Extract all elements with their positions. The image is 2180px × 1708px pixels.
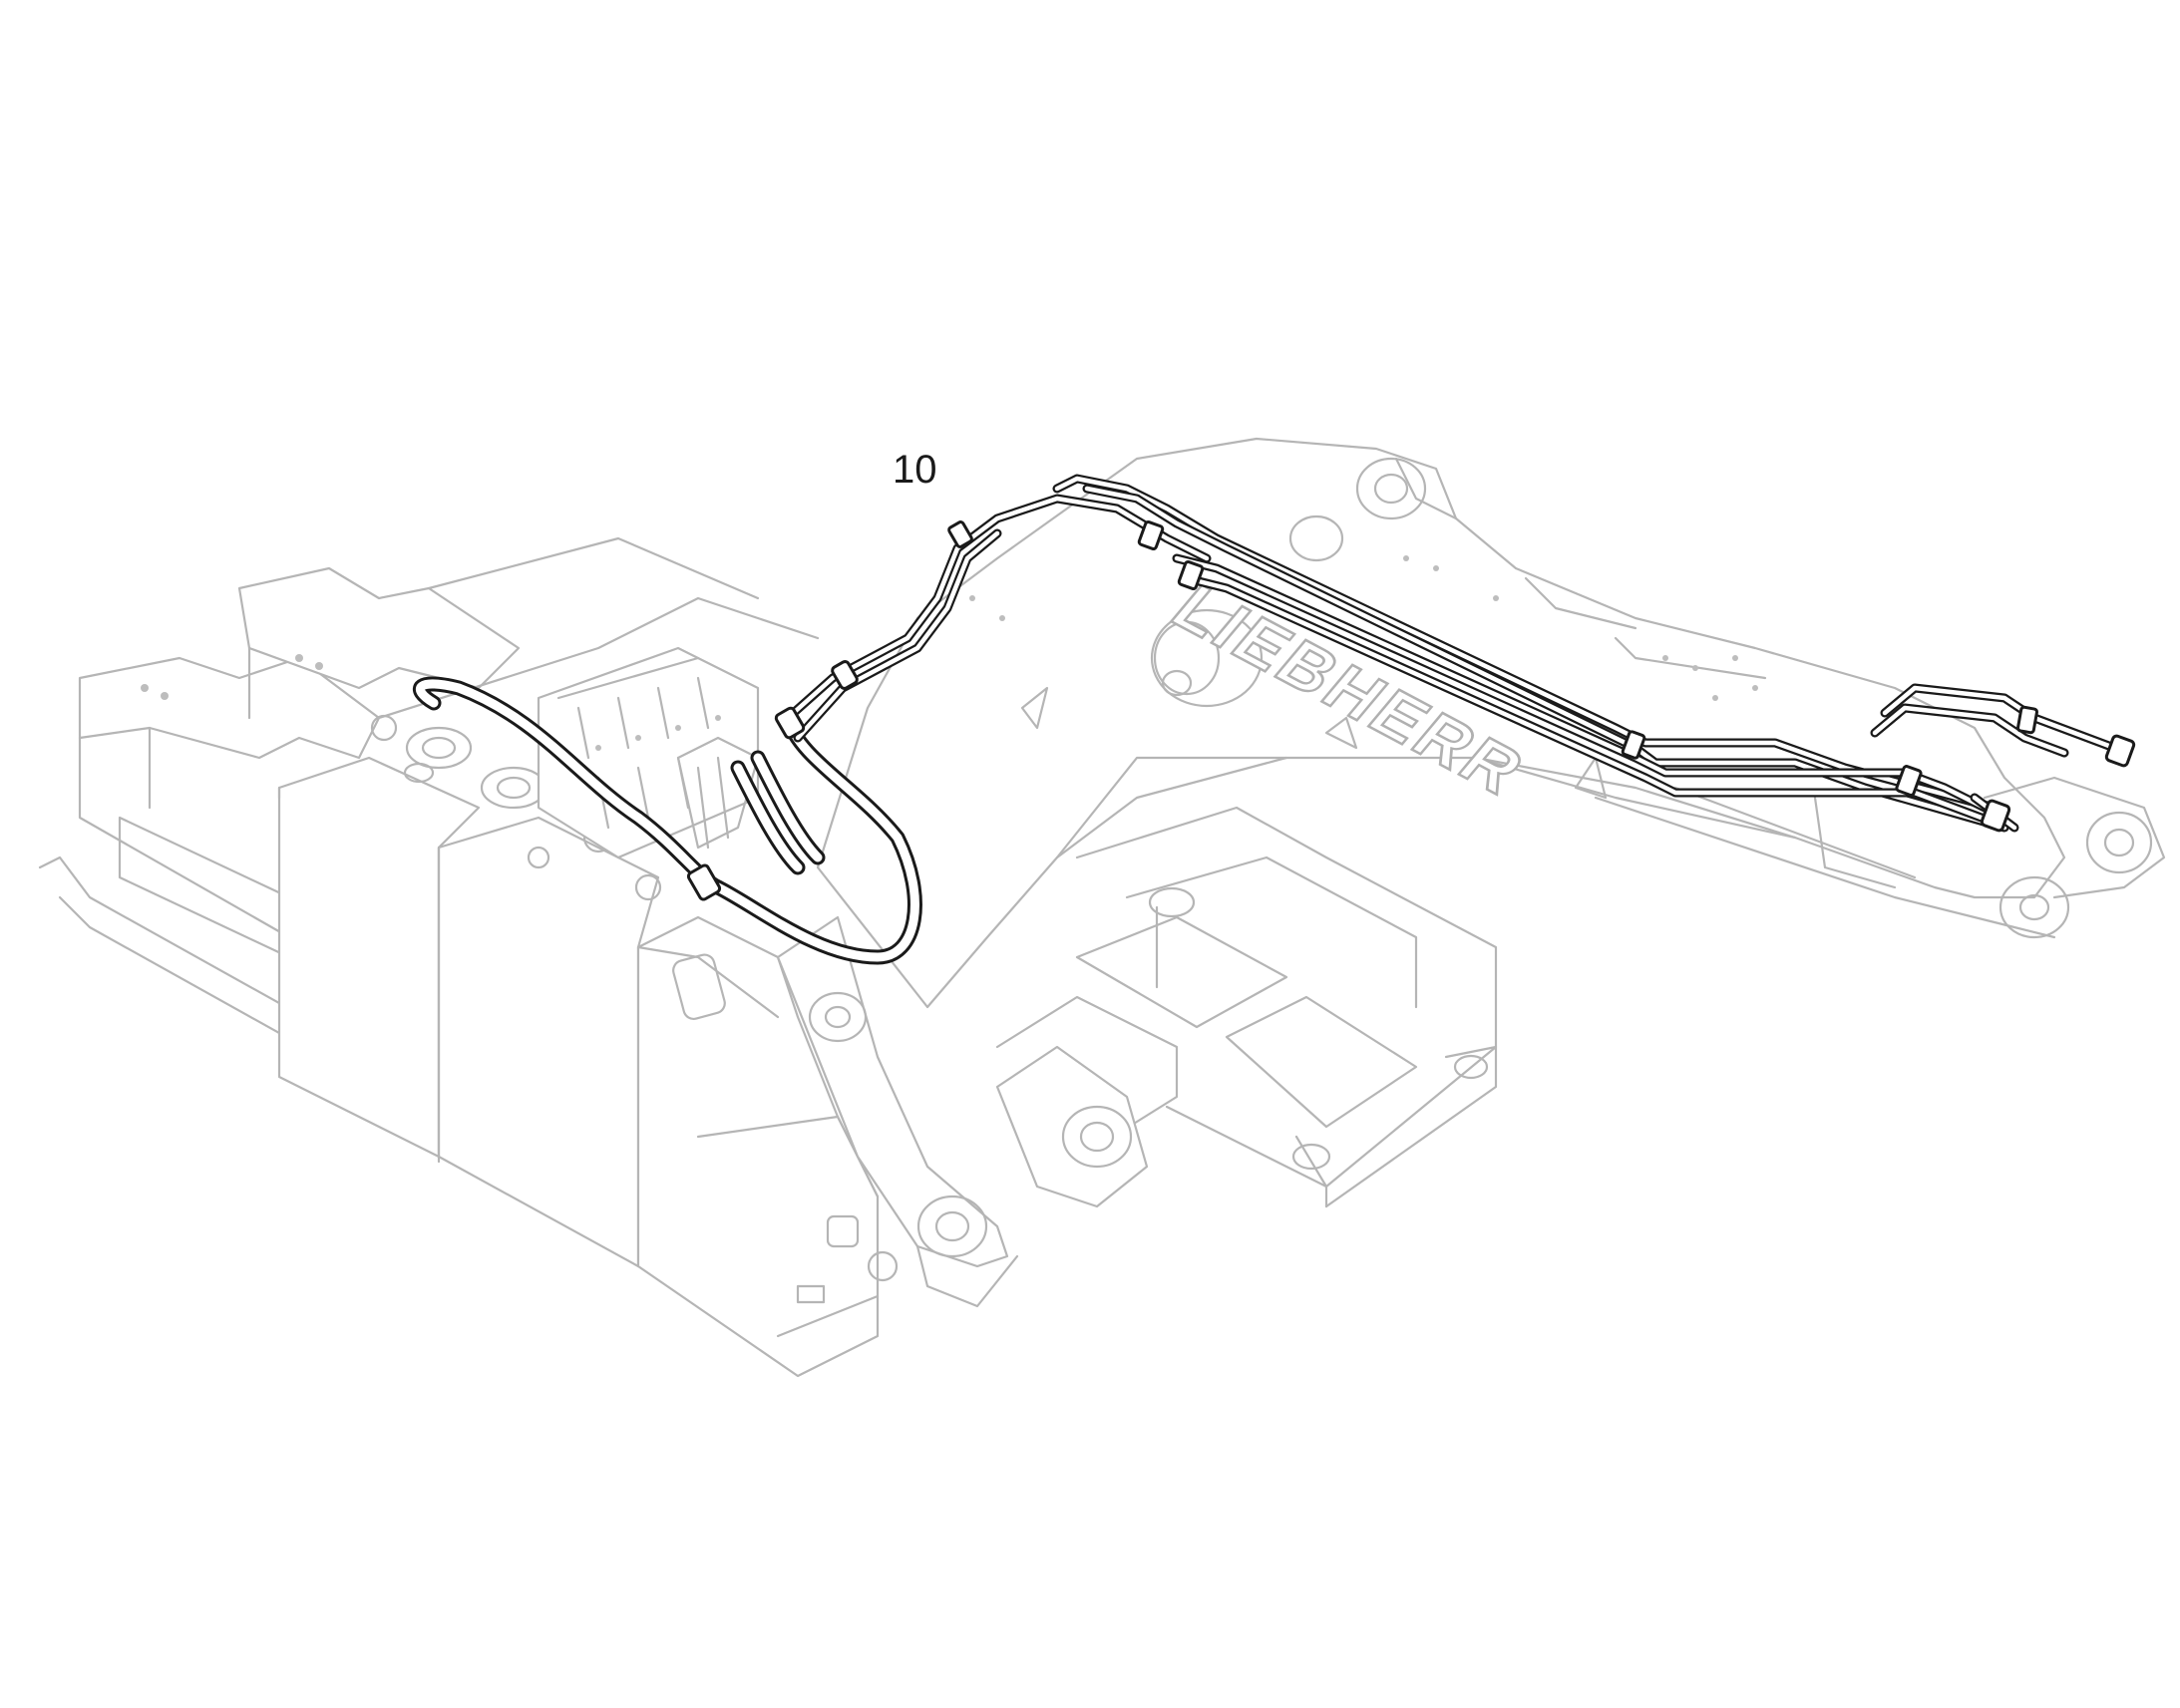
hose-clamp (774, 706, 806, 740)
pipe-clamp (1177, 559, 1205, 591)
pipe-clamp (947, 520, 973, 548)
pipe-clamp (1621, 730, 1646, 760)
control-valve-block (537, 646, 760, 859)
boom: LIEBHERR (816, 437, 2166, 1009)
hose-clamp (831, 660, 859, 690)
pipe-clamp (1980, 799, 2011, 833)
pipe-clamp (1137, 519, 1165, 551)
hose-clamp (686, 863, 722, 901)
pipe-clamp (1895, 765, 1923, 797)
callout-label: 10 (893, 448, 937, 492)
upper-frame (38, 536, 1498, 1208)
pipe-clamp (2016, 705, 2038, 735)
boom-foot-supports (776, 915, 1149, 1308)
hydraulic-lines (412, 474, 2136, 965)
tank-block (277, 714, 899, 1378)
pipe-fitting (2104, 734, 2136, 768)
